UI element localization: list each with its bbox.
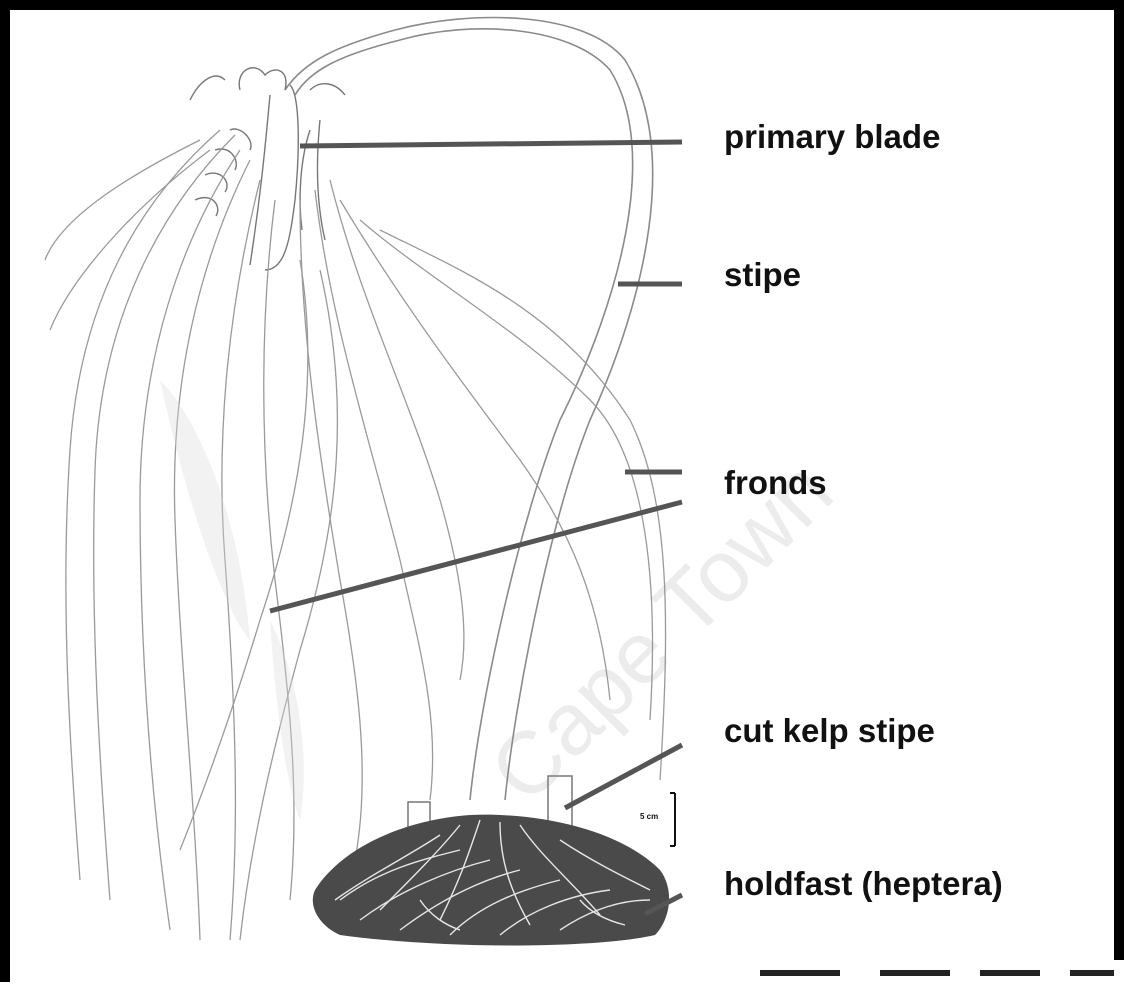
label-fronds: fronds bbox=[724, 464, 827, 502]
right-border bbox=[1114, 0, 1124, 960]
label-primary-blade: primary blade bbox=[724, 118, 940, 156]
leader-fronds-long bbox=[270, 502, 682, 611]
left-border bbox=[0, 0, 10, 982]
label-stipe: stipe bbox=[724, 256, 801, 294]
scale-bar-label: 5 cm bbox=[640, 812, 658, 821]
bottom-edge-marks bbox=[760, 970, 1114, 976]
frond-shading bbox=[160, 380, 304, 820]
scale-bar bbox=[670, 793, 675, 846]
label-holdfast: holdfast (heptera) bbox=[724, 865, 1003, 903]
leader-primary-blade bbox=[300, 142, 682, 146]
top-border bbox=[0, 0, 1124, 10]
holdfast-drawing bbox=[313, 815, 669, 946]
label-cut-kelp-stipe: cut kelp stipe bbox=[724, 712, 935, 750]
